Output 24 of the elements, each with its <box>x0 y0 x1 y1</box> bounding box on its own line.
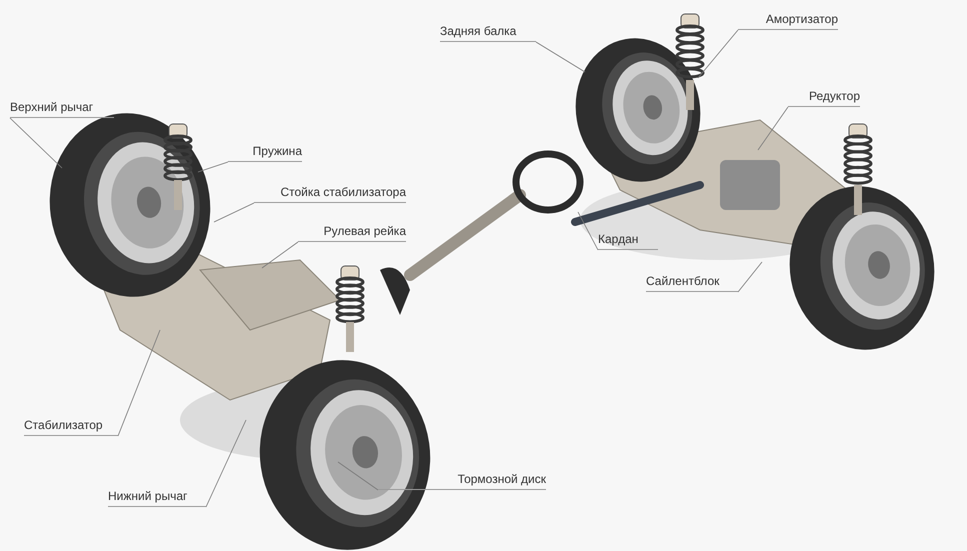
leader-line <box>118 330 160 436</box>
leader-line <box>10 118 62 168</box>
part-label: Верхний рычаг <box>10 98 114 118</box>
leader-line <box>738 262 762 292</box>
part-label: Нижний рычаг <box>108 487 206 507</box>
part-label: Стойка стабилизатора <box>254 183 406 203</box>
leader-line <box>338 462 378 490</box>
part-label: Редуктор <box>788 87 860 107</box>
leader-line <box>262 242 298 268</box>
leader-line <box>536 42 586 72</box>
part-label: Тормозной диск <box>378 470 546 490</box>
leader-line <box>206 420 246 508</box>
part-label: Кардан <box>598 230 658 250</box>
leader-line <box>214 202 254 222</box>
part-label: Рулевая рейка <box>298 222 406 242</box>
leader-line <box>578 212 598 250</box>
part-label: Сайлентблок <box>646 272 738 292</box>
part-label: Пружина <box>228 142 302 162</box>
part-label: Задняя балка <box>440 22 536 42</box>
part-label: Амортизатор <box>738 10 838 30</box>
leader-line <box>758 106 788 150</box>
leader-line <box>198 162 228 172</box>
part-label: Стабилизатор <box>24 416 118 436</box>
leader-line <box>698 30 738 78</box>
